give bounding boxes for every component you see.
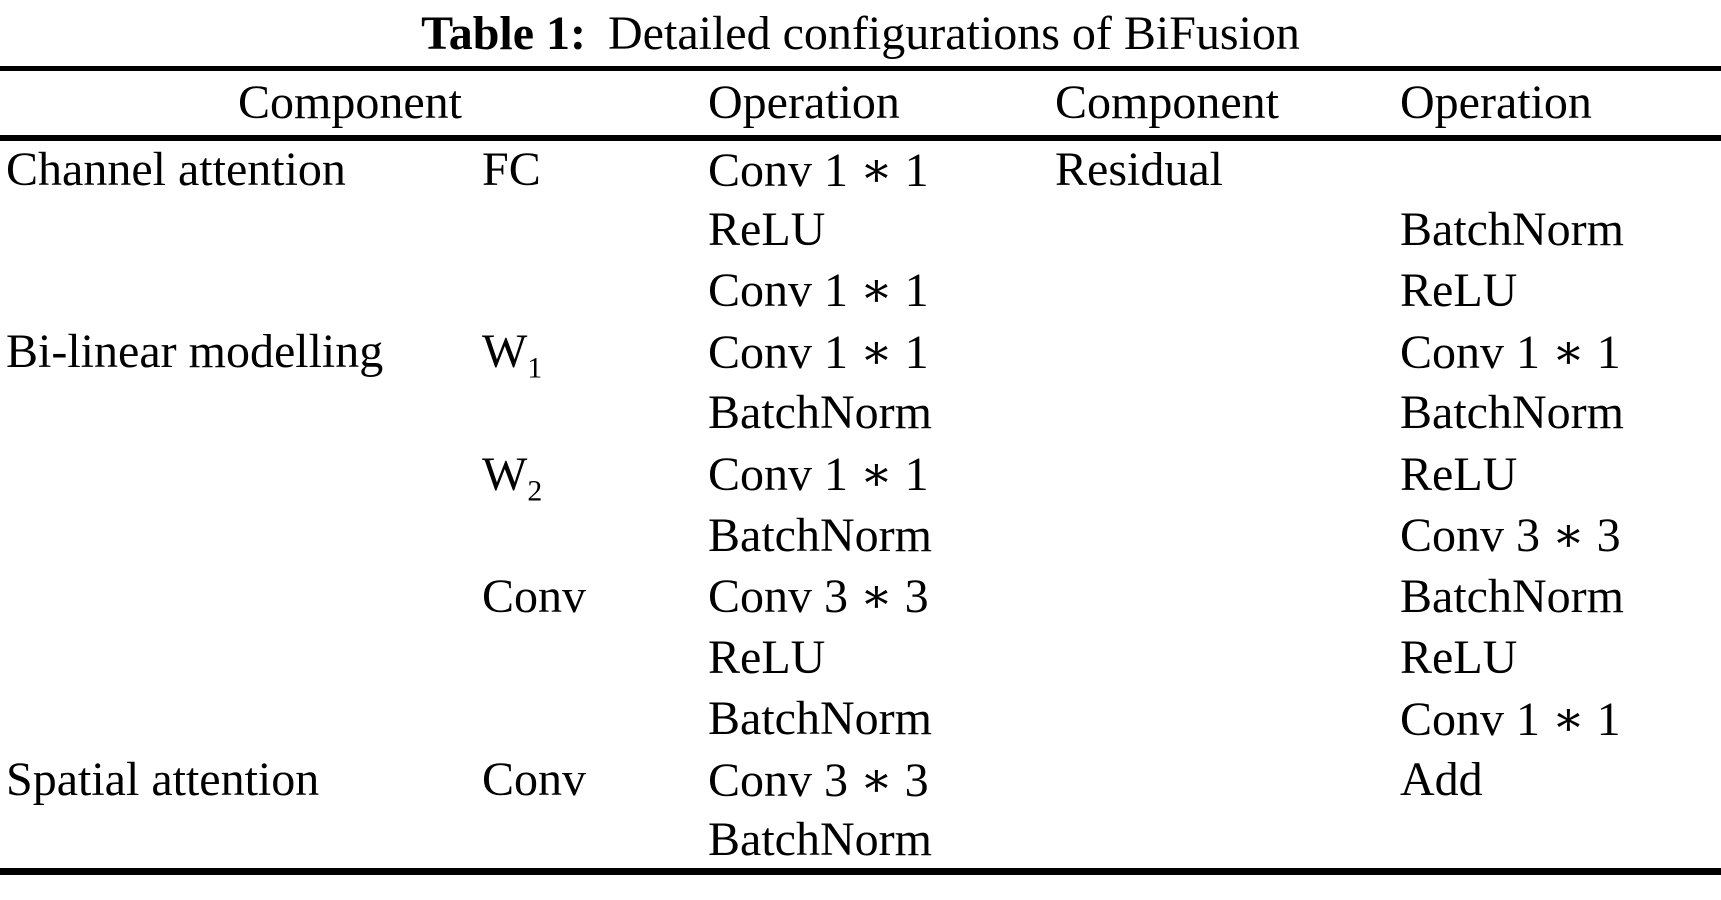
caption-label: Table 1: xyxy=(421,7,587,60)
component-cell xyxy=(1050,321,1395,382)
component-cell xyxy=(0,199,475,260)
column-header-component-1: Component xyxy=(238,76,462,130)
subcomponent-cell: Conv xyxy=(482,753,587,807)
component-cell xyxy=(1050,811,1395,872)
operation-cell: Conv 1 ∗ 1 xyxy=(1400,692,1621,746)
subcomponent-cell xyxy=(475,627,700,688)
operation-cell xyxy=(1395,138,1721,199)
operation-cell: Conv 1 ∗ 1 xyxy=(708,325,929,379)
caption-text: Detailed configurations of BiFusion xyxy=(608,7,1300,60)
component-cell xyxy=(0,627,475,688)
operation-cell: ReLU xyxy=(1400,631,1518,685)
operation-cell: BatchNorm xyxy=(708,812,932,866)
component-cell: Spatial attention xyxy=(6,753,320,807)
bifusion-config-table: Component Operation Component Operation Cha… xyxy=(0,66,1721,876)
column-header-operation-1: Operation xyxy=(708,76,900,130)
component-cell xyxy=(1050,566,1395,627)
operation-cell: Conv 1 ∗ 1 xyxy=(1400,325,1621,379)
component-cell xyxy=(1050,260,1395,321)
component-cell xyxy=(0,260,475,321)
operation-cell: Add xyxy=(1400,753,1483,807)
operation-cell: ReLU xyxy=(708,631,826,685)
weight-symbol: W xyxy=(482,447,528,501)
subcomponent-cell xyxy=(475,688,700,749)
component-cell: Residual xyxy=(1055,143,1223,197)
table-caption: Table 1: Detailed configurations of BiFus… xyxy=(0,0,1721,66)
component-cell xyxy=(0,688,475,749)
component-cell xyxy=(0,382,475,443)
column-header-component-2: Component xyxy=(1055,76,1279,130)
component-cell xyxy=(1050,688,1395,749)
subcomponent-cell: W1 xyxy=(475,321,700,382)
component-cell xyxy=(0,505,475,566)
header-row: Component Operation Component Operation xyxy=(0,69,1721,138)
component-cell xyxy=(1050,382,1395,443)
operation-cell: BatchNorm xyxy=(708,386,932,440)
operation-cell: Conv 1 ∗ 1 xyxy=(708,448,929,502)
operation-cell: Conv 1 ∗ 1 xyxy=(708,264,929,318)
operation-cell: BatchNorm xyxy=(1400,569,1624,623)
table-row: BatchNorm xyxy=(0,811,1721,872)
table-row: BatchNorm Conv 3 ∗ 3 xyxy=(0,505,1721,566)
column-header-operation-2: Operation xyxy=(1400,76,1592,130)
component-cell: Bi-linear modelling xyxy=(6,325,384,379)
table-row: Conv 1 ∗ 1 ReLU xyxy=(0,260,1721,321)
component-cell xyxy=(1050,199,1395,260)
table-row: Conv Conv 3 ∗ 3 BatchNorm xyxy=(0,566,1721,627)
component-cell xyxy=(1050,505,1395,566)
operation-cell: BatchNorm xyxy=(708,508,932,562)
operation-cell: BatchNorm xyxy=(708,692,932,746)
weight-subscript: 1 xyxy=(527,351,543,383)
subcomponent-cell: FC xyxy=(482,143,541,197)
table-row: ReLU BatchNorm xyxy=(0,199,1721,260)
operation-cell: BatchNorm xyxy=(1400,202,1624,256)
subcomponent-cell xyxy=(475,811,700,872)
weight-subscript: 2 xyxy=(527,474,543,505)
subcomponent-cell xyxy=(475,199,700,260)
operation-cell: ReLU xyxy=(1400,263,1518,317)
table-row: BatchNorm BatchNorm xyxy=(0,382,1721,443)
component-cell xyxy=(1050,627,1395,688)
table-row: ReLU ReLU xyxy=(0,627,1721,688)
component-cell xyxy=(1050,443,1395,504)
component-cell xyxy=(1050,749,1395,810)
subcomponent-cell xyxy=(475,505,700,566)
subcomponent-cell: W2 xyxy=(475,443,700,505)
operation-cell xyxy=(1395,811,1721,872)
component-cell xyxy=(0,811,475,872)
operation-cell: Conv 1 ∗ 1 xyxy=(708,143,929,197)
table-row: Channel attention FC Conv 1 ∗ 1 Residual xyxy=(0,138,1721,199)
component-cell: Channel attention xyxy=(6,143,346,197)
component-cell xyxy=(0,443,475,504)
subcomponent-cell: Conv xyxy=(482,569,587,623)
subcomponent-cell xyxy=(475,382,700,443)
component-cell xyxy=(0,566,475,627)
operation-cell: ReLU xyxy=(1400,447,1518,501)
operation-cell: Conv 3 ∗ 3 xyxy=(708,570,929,624)
operation-cell: BatchNorm xyxy=(1400,386,1624,440)
subcomponent-cell xyxy=(475,260,700,321)
table-row: Spatial attention Conv Conv 3 ∗ 3 Add xyxy=(0,749,1721,810)
operation-cell: Conv 3 ∗ 3 xyxy=(708,753,929,807)
operation-cell: ReLU xyxy=(708,202,826,256)
weight-symbol: W xyxy=(482,325,528,379)
operation-cell: Conv 3 ∗ 3 xyxy=(1400,509,1621,563)
table-row: BatchNorm Conv 1 ∗ 1 xyxy=(0,688,1721,749)
